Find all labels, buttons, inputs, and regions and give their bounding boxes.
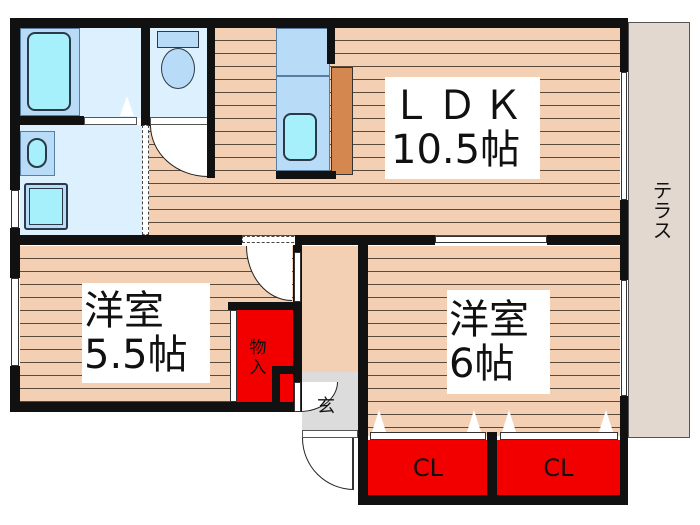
terrace xyxy=(628,22,690,438)
storage-divider-top xyxy=(272,366,300,374)
closet-2-label: CL xyxy=(543,453,574,482)
western-room-2-window[interactable] xyxy=(621,280,627,396)
ldk-floor xyxy=(148,28,620,236)
bathtub-basin-icon xyxy=(27,32,71,111)
wall-right-lower xyxy=(620,396,628,504)
western-room-2-name: 洋室 xyxy=(449,297,529,343)
kitchen-sink-icon xyxy=(283,113,317,161)
bath-door-triangle-icon xyxy=(120,96,134,116)
storage-closet xyxy=(237,310,293,402)
western-room-1-label: 洋室 5.5帖 xyxy=(82,283,210,383)
storage-label-line1: 物 xyxy=(249,338,267,358)
wall-mid-horizontal-right xyxy=(547,235,628,245)
wall-left-upper xyxy=(10,18,20,190)
western-room-1-name: 洋室 xyxy=(84,288,164,334)
entrance-label: 玄 xyxy=(317,396,335,417)
wall-left-lower xyxy=(10,366,20,410)
western-room-2-label: 洋室 6帖 xyxy=(447,290,550,394)
storage-sliding-door[interactable] xyxy=(230,310,237,402)
hallway xyxy=(302,246,358,372)
closet-1: CL xyxy=(368,440,488,495)
ldk-room-name: ＬＤＫ xyxy=(391,83,529,129)
western-room-1-size: 5.5帖 xyxy=(84,332,188,378)
front-door-swing[interactable] xyxy=(302,438,354,490)
wall-top xyxy=(10,18,628,28)
closet-door-marker-icon xyxy=(467,410,481,432)
front-door-frame xyxy=(302,430,358,438)
western-room-1-door-frame[interactable] xyxy=(294,252,301,302)
kitchen-side-counter xyxy=(331,67,353,175)
toilet-door-frame xyxy=(150,117,208,125)
terrace-label: テラス xyxy=(649,180,673,240)
kitchen-wall-right xyxy=(327,28,335,64)
ldk-label: ＬＤＫ 10.5帖 xyxy=(385,77,540,179)
wall-bottom-right xyxy=(358,495,628,505)
storage-divider xyxy=(272,372,280,404)
closet-2: CL xyxy=(497,440,620,495)
wall-hall-storage xyxy=(293,302,302,412)
ldk-room-size: 10.5帖 xyxy=(391,127,521,173)
closet-1-sliding-door[interactable] xyxy=(370,432,486,440)
western-room-2-sliding-door[interactable] xyxy=(435,236,547,243)
toilet-bowl-icon xyxy=(161,48,195,89)
wash-basin-bowl-icon xyxy=(27,138,47,168)
wall-mid-horizontal-left xyxy=(10,235,242,245)
closet-door-marker-icon xyxy=(502,410,516,432)
western-room-2-size: 6帖 xyxy=(449,341,515,387)
closet-1-label: CL xyxy=(412,453,444,482)
closet-2-sliding-door[interactable] xyxy=(500,432,618,440)
toilet-tank xyxy=(157,31,199,48)
wall-bath-bottom xyxy=(20,116,84,125)
storage-label-line2: 入 xyxy=(249,358,267,378)
front-door-leaf xyxy=(352,438,354,490)
wall-bottom-left xyxy=(10,402,302,412)
storage-wall-top xyxy=(228,302,300,310)
wall-right-mid2 xyxy=(620,200,628,280)
wall-hall-right xyxy=(358,242,368,504)
storage-label: 物 入 xyxy=(246,338,270,378)
wall-bath-toilet xyxy=(141,18,150,126)
wall-toilet-right xyxy=(207,18,215,178)
washroom-sliding-door[interactable] xyxy=(142,125,149,235)
bath-door[interactable] xyxy=(84,117,137,125)
closet-door-marker-icon xyxy=(372,410,386,432)
washing-machine-icon xyxy=(24,183,68,230)
closet-door-marker-icon xyxy=(599,410,613,432)
western-room-1-window[interactable] xyxy=(11,278,19,366)
kitchen-wall xyxy=(276,171,336,179)
wall-closet-divider xyxy=(487,432,497,504)
wall-left-mid xyxy=(10,228,20,278)
wall-mid-horizontal-center xyxy=(295,235,435,245)
kitchen-fridge-space xyxy=(276,28,330,76)
entrance-door-frame xyxy=(294,382,301,412)
wall-right-upper xyxy=(620,18,628,72)
washroom-window[interactable] xyxy=(11,190,19,228)
ldk-window[interactable] xyxy=(621,72,627,200)
